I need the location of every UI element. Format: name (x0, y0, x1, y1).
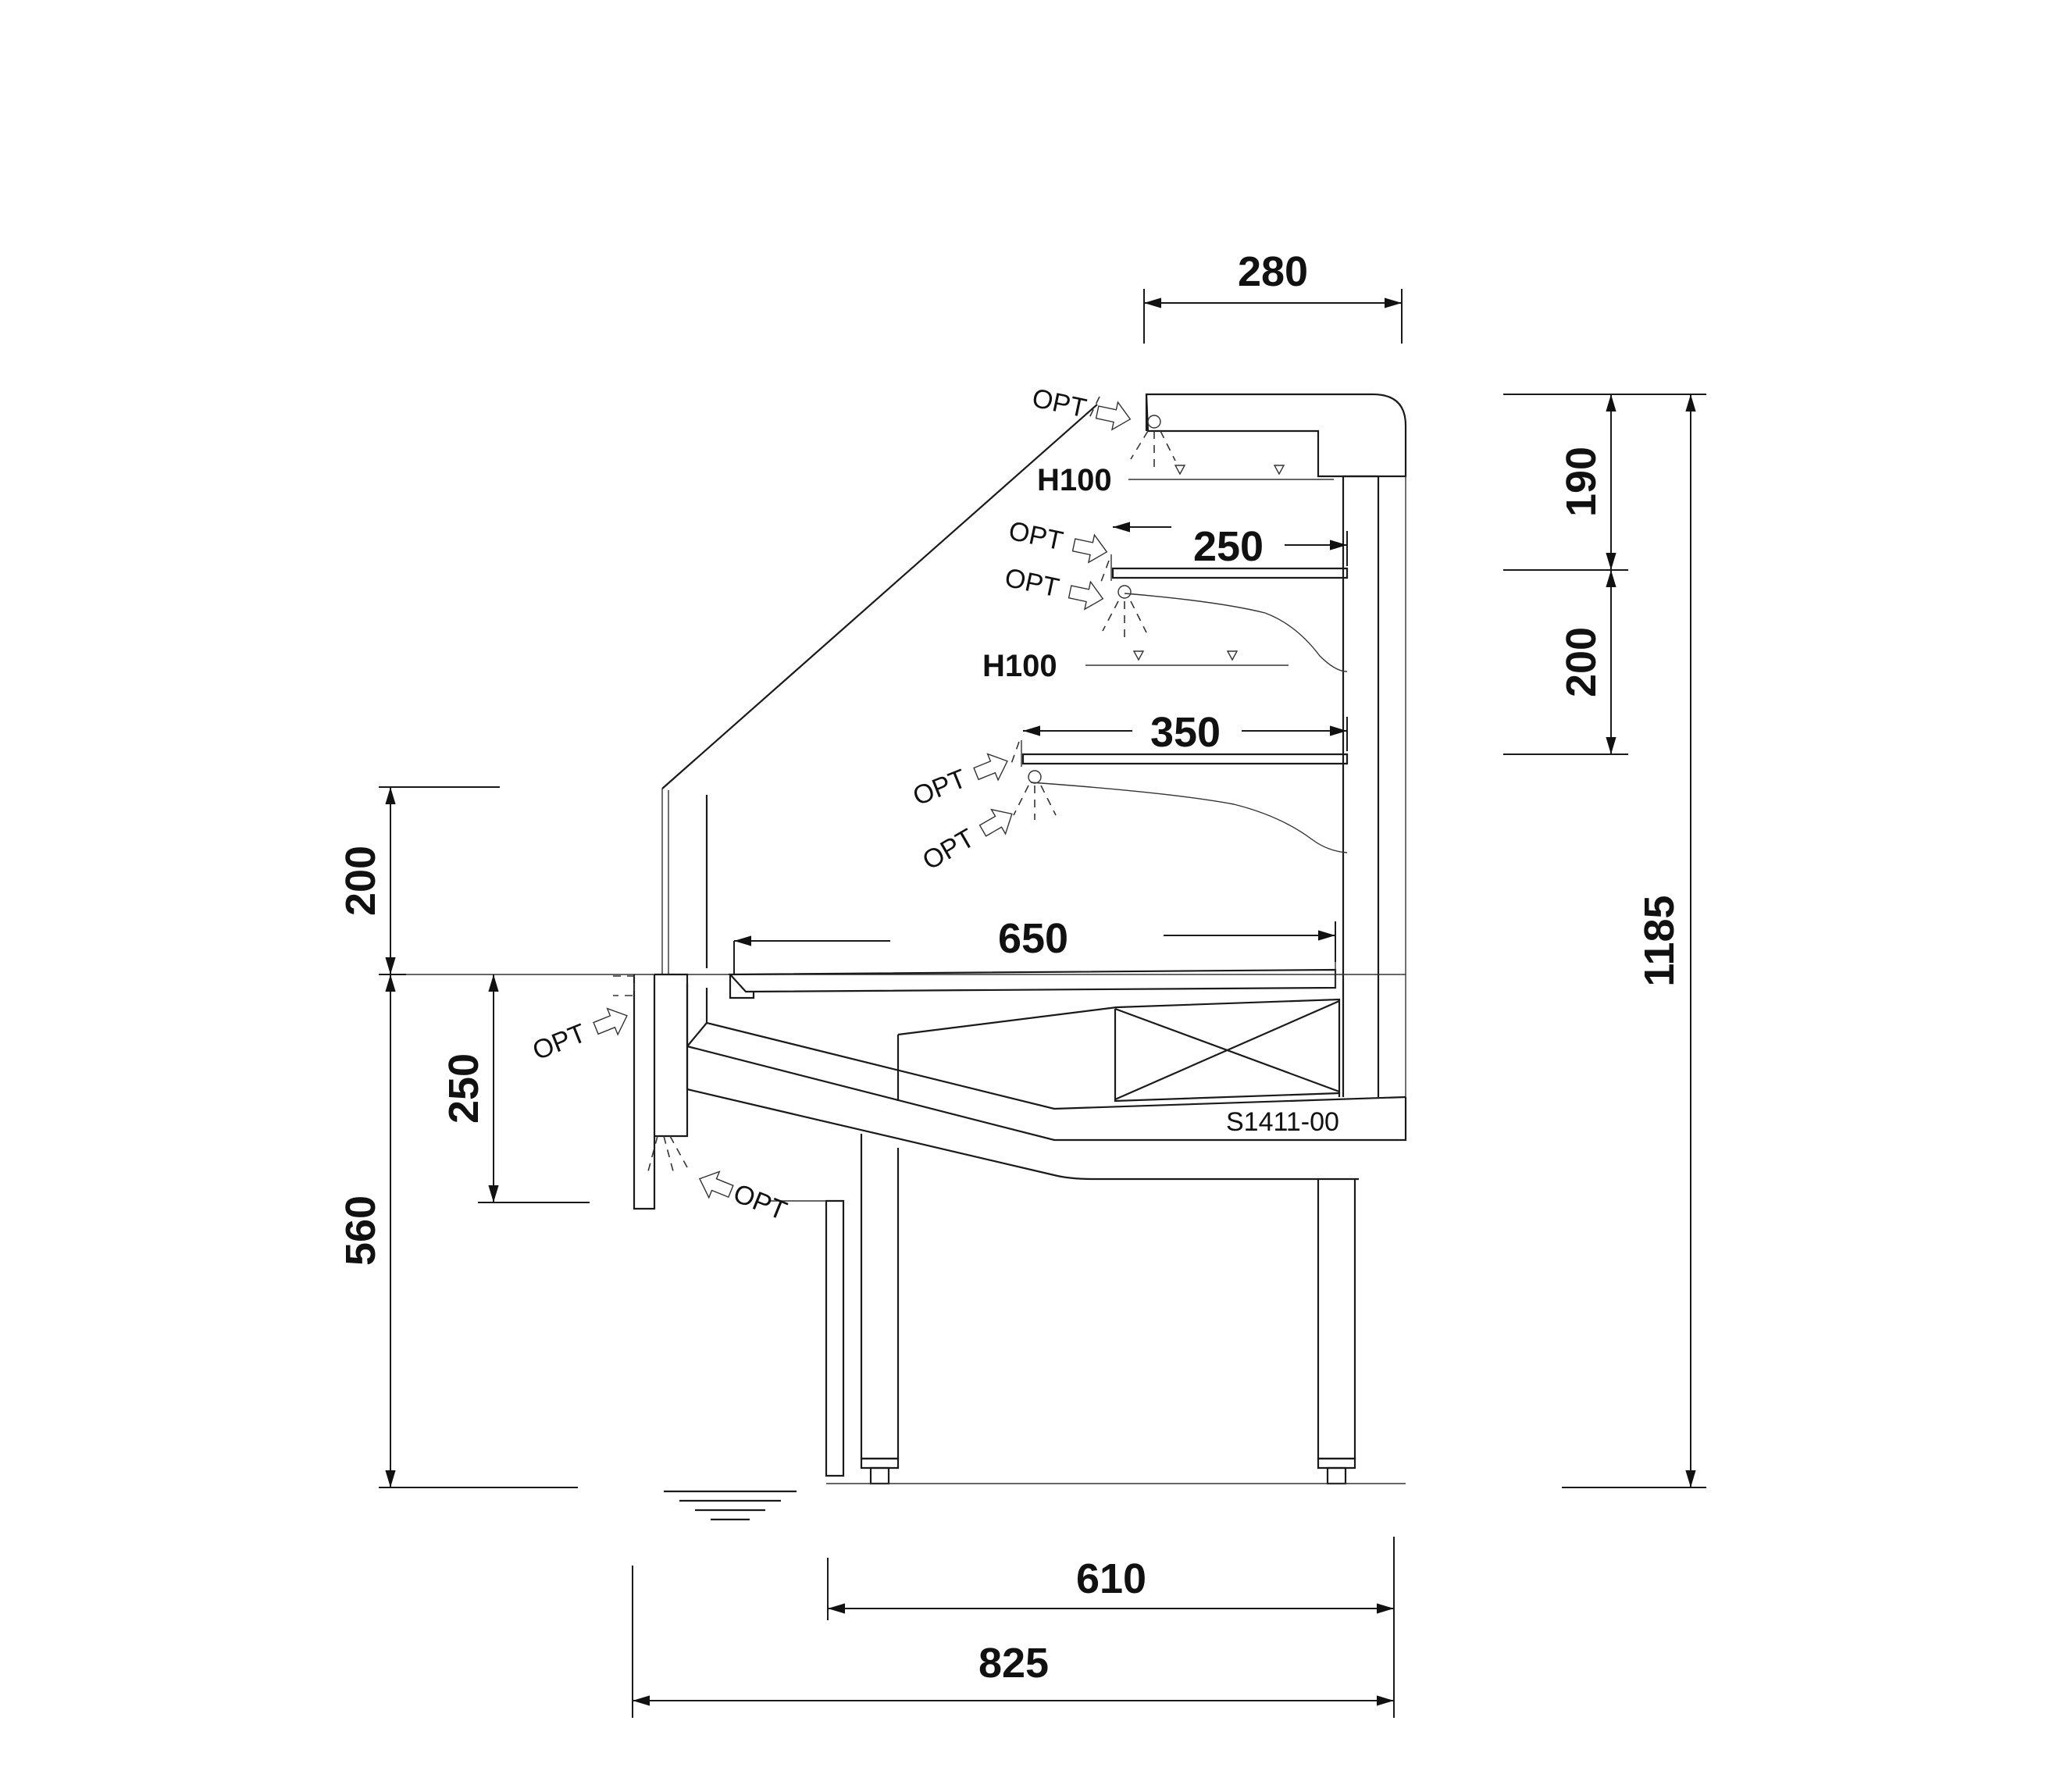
opt-label: OPT (909, 764, 971, 811)
dim-label-190: 190 (1558, 447, 1605, 517)
h100-label-lower: H100 (982, 649, 1057, 683)
dimension-560: 560 (337, 974, 578, 1488)
dim-label-825: 825 (978, 1640, 1049, 1687)
opt-label: OPT (729, 1178, 791, 1226)
dim-label-200-left: 200 (337, 846, 384, 916)
opt-label: OPT (1006, 516, 1065, 557)
dimension-650: 650 (733, 915, 1336, 974)
arrow-icon (1095, 401, 1132, 431)
display-deck (728, 962, 1337, 999)
dim-label-200-right: 200 (1558, 627, 1605, 697)
dim-label-560: 560 (337, 1195, 384, 1266)
model-code: S1411-00 (1226, 1107, 1339, 1137)
lower-shelf (1021, 740, 1349, 853)
opt-label: OPT (918, 823, 980, 876)
h100-lines (1085, 465, 1334, 666)
dim-label-250-shelf: 250 (1193, 523, 1264, 570)
opt-label: OPT (1002, 563, 1061, 604)
dim-label-650: 650 (998, 915, 1068, 962)
h100-label-upper: H100 (1037, 463, 1112, 497)
arrow-icon (978, 808, 1013, 837)
dimension-280: 280 (1143, 248, 1403, 344)
base-frame (686, 988, 1407, 1485)
dim-label-610: 610 (1076, 1555, 1146, 1602)
dimension-250-front: 250 (440, 974, 590, 1203)
arrow-icon (973, 753, 1008, 782)
dim-label-250-front: 250 (440, 1053, 487, 1124)
light-fittings (647, 396, 1176, 1172)
dimension-200-right: 200 (1503, 570, 1628, 755)
dim-label-1185: 1185 (1636, 895, 1683, 986)
dim-label-280: 280 (1238, 248, 1308, 295)
arrow-icon (1068, 580, 1104, 611)
arrow-icon (1071, 533, 1108, 564)
opt-label: OPT (529, 1018, 590, 1066)
opt-label: OPT (1029, 383, 1089, 424)
opt-labels: OPT OPT OPT OPT OPT OPT OPT (529, 383, 1132, 1226)
arrow-icon (593, 1007, 628, 1036)
dim-label-350: 350 (1150, 709, 1221, 756)
dimension-350: 350 (1023, 709, 1348, 756)
ground-symbol (664, 1490, 797, 1521)
dimension-825: 825 (632, 1566, 1394, 1718)
dimension-1185: 1185 (1562, 394, 1706, 1488)
upper-shelf (1110, 554, 1349, 672)
arrow-icon (698, 1170, 734, 1199)
dimension-610: 610 (827, 1537, 1395, 1718)
dimension-250-shelf: 250 (1113, 522, 1348, 570)
dimension-190: 190 (1503, 394, 1628, 571)
cabinet-outline (390, 393, 1407, 1210)
dimension-200-left: 200 (337, 786, 500, 975)
